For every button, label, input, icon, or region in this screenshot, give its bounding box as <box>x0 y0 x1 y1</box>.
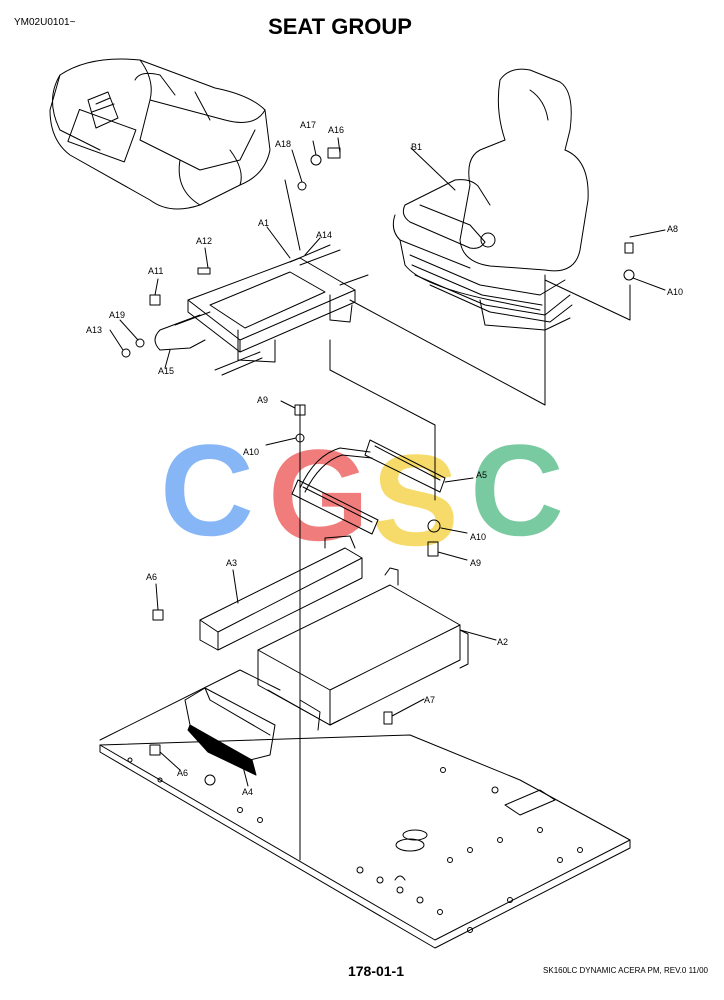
label-a13: A13 <box>86 325 102 335</box>
label-a17: A17 <box>300 120 316 130</box>
watermark-letter-c1: C <box>160 417 254 563</box>
rail-a3 <box>199 535 363 651</box>
watermark-logo: C G S C <box>160 417 564 573</box>
part-labels: A16 A17 A18 B1 A1 A14 A12 A8 A11 A10 A19… <box>86 120 683 797</box>
label-a14: A14 <box>316 230 332 240</box>
watermark-letter-s: S <box>372 427 459 573</box>
slide-rails-a5 <box>291 439 446 535</box>
label-a2: A2 <box>497 637 508 647</box>
label-a5: A5 <box>476 470 487 480</box>
label-a9-upper: A9 <box>257 395 268 405</box>
label-a12: A12 <box>196 236 212 246</box>
seat-assembly-b1 <box>392 68 589 331</box>
label-a15: A15 <box>158 366 174 376</box>
watermark-letter-c2: C <box>470 417 564 563</box>
label-a1: A1 <box>258 218 269 228</box>
label-a19: A19 <box>109 310 125 320</box>
page-title: SEAT GROUP <box>0 14 724 40</box>
slide-adjuster-a1 <box>154 244 369 376</box>
label-a10-middle: A10 <box>243 447 259 457</box>
label-a3: A3 <box>226 558 237 568</box>
model-revision: SK160LC DYNAMIC ACERA PM, REV.0 11/00 <box>543 966 708 975</box>
label-b1: B1 <box>411 142 422 152</box>
cover-a4 <box>184 687 276 776</box>
label-leaders <box>109 137 666 787</box>
label-a6-lower: A6 <box>177 768 188 778</box>
label-a6-upper: A6 <box>146 572 157 582</box>
drawing-code: YM02U0101~ <box>14 17 76 28</box>
label-a10-upper: A10 <box>667 287 683 297</box>
page-title-text: SEAT GROUP <box>268 14 412 39</box>
cab-overview-drawing <box>49 58 271 210</box>
label-a7: A7 <box>424 695 435 705</box>
floor-plate <box>99 669 631 949</box>
page-number: 178-01-1 <box>0 963 724 979</box>
label-a4: A4 <box>242 787 253 797</box>
label-a10-lower: A10 <box>470 532 486 542</box>
label-a11: A11 <box>148 266 163 276</box>
console-box-a2 <box>257 567 469 731</box>
label-a18: A18 <box>275 139 291 149</box>
label-a16: A16 <box>328 125 344 135</box>
page-number-text: 178-01-1 <box>347 963 405 979</box>
label-a8: A8 <box>667 224 678 234</box>
label-a9-lower: A9 <box>470 558 481 568</box>
